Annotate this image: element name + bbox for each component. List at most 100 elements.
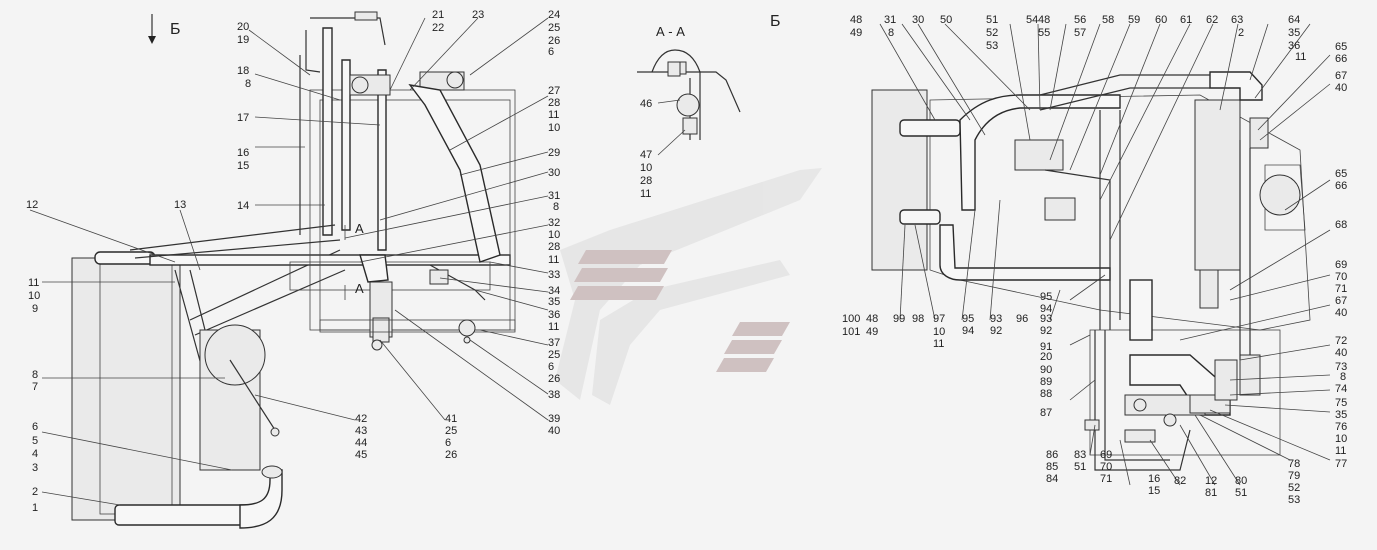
- part-label: 78: [1288, 458, 1300, 470]
- svg-text:А: А: [355, 281, 364, 296]
- part-label: 45: [355, 449, 367, 461]
- part-label: 28: [548, 241, 560, 253]
- part-label: 27: [548, 85, 560, 97]
- left-part-labels: 20 19 18 8 17 16 15 14 21 22 23 24 25 26…: [26, 9, 560, 514]
- part-label: 33: [548, 269, 560, 281]
- part-label: 28: [640, 175, 652, 187]
- part-label: 37: [548, 337, 560, 349]
- part-label: 5: [32, 435, 38, 447]
- part-label: 44: [355, 437, 367, 449]
- part-label: 92: [1040, 325, 1052, 337]
- left-assembly-drawing: А А: [71, 11, 516, 529]
- part-label: 40: [1335, 347, 1347, 359]
- right-view-letter: Б: [770, 13, 781, 30]
- part-label: 71: [1100, 473, 1112, 485]
- part-label: 87: [1040, 407, 1052, 419]
- part-label: 65: [1335, 41, 1347, 53]
- part-label: 25: [548, 349, 560, 361]
- part-label: 22: [432, 22, 444, 34]
- part-label: 64: [1288, 14, 1300, 26]
- part-label: 62: [1206, 14, 1218, 26]
- part-label: 3: [32, 462, 38, 474]
- left-view-letter: Б: [170, 21, 181, 38]
- part-label: 69: [1100, 449, 1112, 461]
- part-label: 49: [850, 27, 862, 39]
- part-label: 57: [1074, 27, 1086, 39]
- part-label: 63: [1231, 14, 1243, 26]
- right-assembly-drawing: [871, 71, 1311, 471]
- part-label: 11: [1335, 445, 1346, 457]
- part-label: 90: [1040, 364, 1052, 376]
- part-label: 11: [548, 254, 559, 266]
- part-label: 48: [850, 14, 862, 26]
- right-part-labels: 48 49 31 8 30 50 51 52 53 54 48 55 56 57…: [842, 14, 1347, 506]
- part-label: 54: [1026, 14, 1038, 26]
- part-label: 1: [32, 502, 38, 514]
- part-label: 46: [640, 98, 652, 110]
- part-label: 28: [548, 97, 560, 109]
- part-label: 11: [933, 338, 944, 350]
- part-label: 24: [548, 9, 560, 21]
- part-label: 8: [553, 201, 559, 213]
- part-label: 26: [548, 373, 560, 385]
- part-label: 48: [866, 313, 878, 325]
- part-label: 8: [1340, 371, 1346, 383]
- part-label: 40: [548, 425, 560, 437]
- part-label: 81: [1205, 487, 1217, 499]
- part-label: 8: [888, 27, 894, 39]
- part-label: 91: [1040, 341, 1052, 353]
- part-label: 89: [1040, 376, 1052, 388]
- part-label: 71: [1335, 283, 1347, 295]
- part-label: 6: [548, 46, 554, 58]
- part-label: 94: [1040, 303, 1052, 315]
- part-label: 48: [1038, 14, 1050, 26]
- part-label: 23: [472, 9, 484, 21]
- part-label: 10: [933, 326, 945, 338]
- part-label: 35: [1335, 409, 1347, 421]
- part-label: 86: [1046, 449, 1058, 461]
- part-label: 7: [32, 381, 38, 393]
- part-label: 29: [548, 147, 560, 159]
- part-label: 72: [1335, 335, 1347, 347]
- watermark-logo: [555, 168, 822, 405]
- part-label: 43: [355, 425, 367, 437]
- part-label: 61: [1180, 14, 1192, 26]
- part-label: 96: [1016, 313, 1028, 325]
- part-label: 55: [1038, 27, 1050, 39]
- part-label: 10: [640, 162, 652, 174]
- part-label: 15: [1148, 485, 1160, 497]
- section-title: А - А: [656, 24, 685, 39]
- part-label: 76: [1335, 421, 1347, 433]
- part-label: 11: [640, 188, 651, 200]
- part-label: 17: [237, 112, 249, 124]
- part-label: 35: [1288, 27, 1300, 39]
- part-label: 26: [445, 449, 457, 461]
- part-label: 52: [1288, 482, 1300, 494]
- part-label: 12: [26, 199, 38, 211]
- part-label: 38: [548, 389, 560, 401]
- part-label: 25: [548, 22, 560, 34]
- part-label: 15: [237, 160, 249, 172]
- part-label: 42: [355, 413, 367, 425]
- part-label: 6: [548, 361, 554, 373]
- part-label: 20: [237, 21, 249, 33]
- part-label: 67: [1335, 295, 1347, 307]
- part-label: 11: [548, 109, 559, 121]
- part-label: 50: [940, 14, 952, 26]
- part-label: 65: [1335, 168, 1347, 180]
- part-label: 52: [986, 27, 998, 39]
- part-label: 6: [445, 437, 451, 449]
- part-label: 51: [1074, 461, 1086, 473]
- part-label: 58: [1102, 14, 1114, 26]
- part-label: 92: [990, 325, 1002, 337]
- part-label: 74: [1335, 383, 1347, 395]
- part-label: 97: [933, 313, 945, 325]
- part-label: 94: [962, 325, 974, 337]
- part-label: 35: [548, 296, 560, 308]
- part-label: 25: [445, 425, 457, 437]
- part-label: 32: [548, 217, 560, 229]
- part-label: 84: [1046, 473, 1058, 485]
- part-label: 36: [1288, 40, 1300, 52]
- part-label: 73: [1335, 361, 1347, 373]
